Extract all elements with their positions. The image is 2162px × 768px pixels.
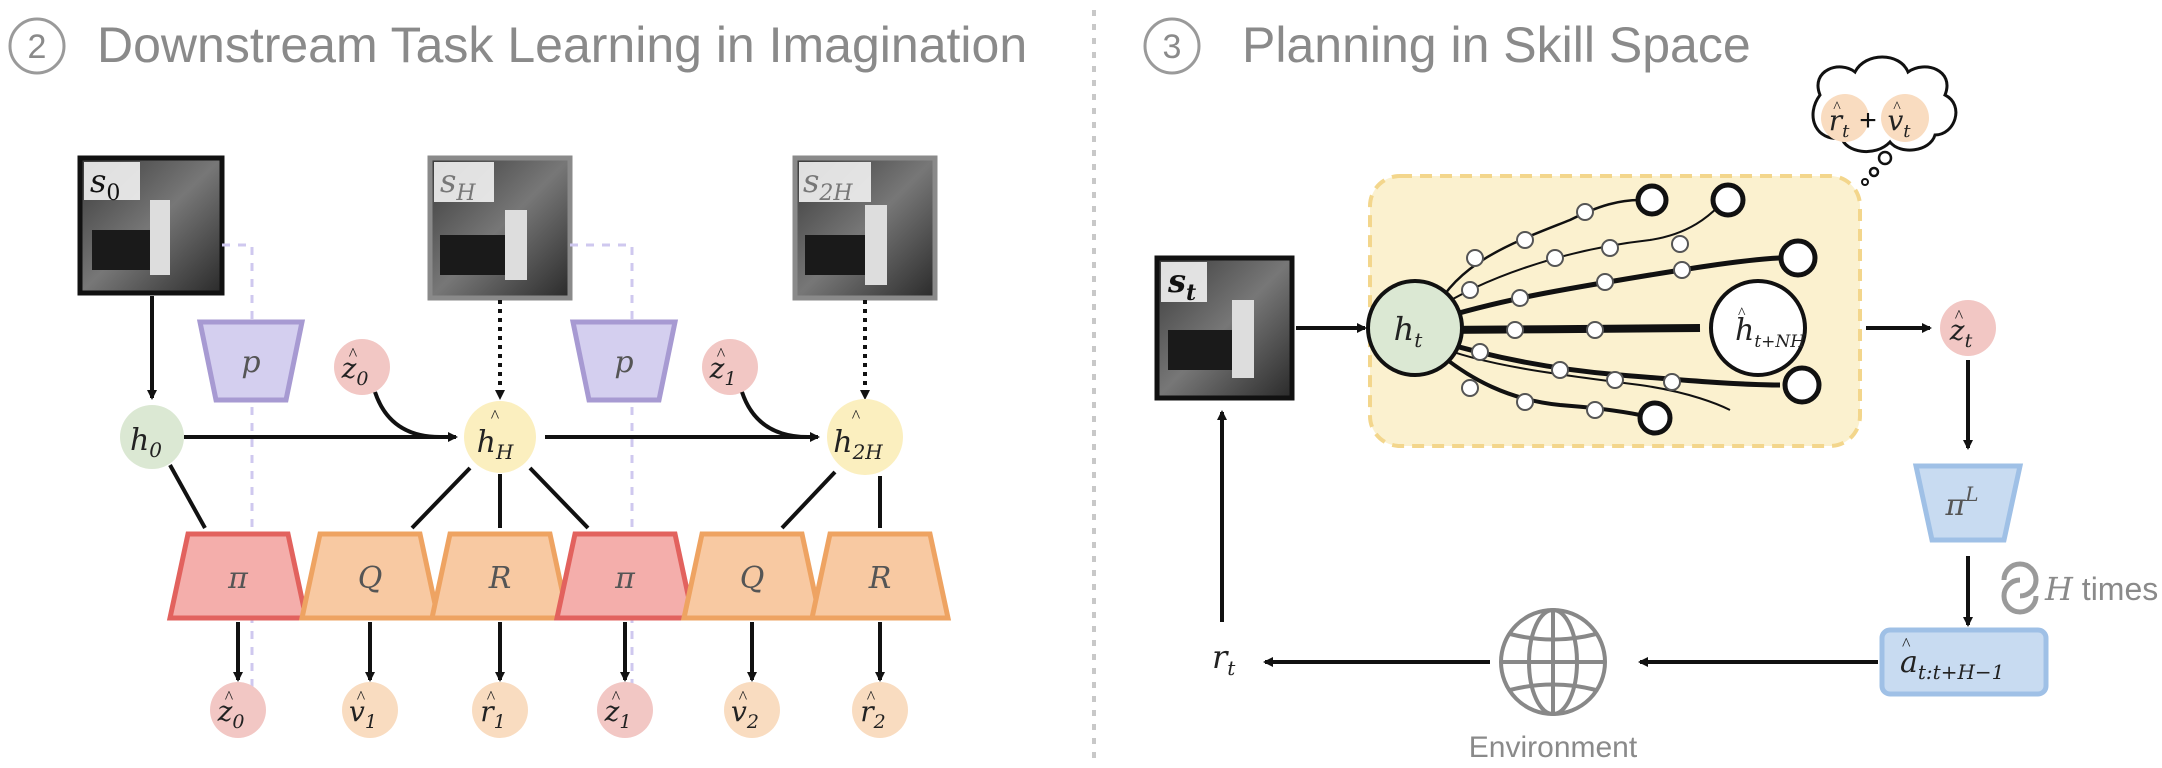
svg-text:^: ^: [225, 687, 234, 707]
svg-text:hH: hH: [477, 425, 514, 464]
prior-module-1: p: [196, 319, 306, 403]
svg-text:Q: Q: [358, 561, 383, 596]
step-number: 3: [1163, 28, 1182, 66]
svg-text:r1: r1: [480, 695, 505, 733]
svg-text:vt: vt: [1887, 104, 1911, 142]
low-level-policy: πL: [1912, 463, 2024, 543]
svg-text:R: R: [868, 561, 892, 596]
svg-text:st: st: [1167, 262, 1196, 306]
svg-text:p: p: [614, 345, 633, 380]
latent-h0: h0: [120, 405, 184, 469]
environment-label: Environment: [1469, 731, 1638, 764]
left-title: 2 Downstream Task Learning in Imaginatio…: [8, 17, 1027, 75]
svg-text:^: ^: [1902, 634, 1911, 654]
svg-text:Q: Q: [740, 561, 765, 596]
panel-title: Downstream Task Learning in Imagination: [97, 17, 1027, 73]
svg-text:v1: v1: [349, 695, 377, 733]
panel-title: Planning in Skill Space: [1242, 17, 1751, 73]
step-number-badge: [8, 17, 66, 75]
svg-text:^: ^: [1893, 99, 1901, 116]
svg-text:h2H: h2H: [833, 425, 883, 464]
svg-text:^: ^: [491, 406, 500, 426]
svg-text:R: R: [488, 561, 512, 596]
svg-text:h0: h0: [130, 423, 162, 462]
output-v2: v2 ^: [724, 682, 780, 738]
svg-text:^: ^: [612, 687, 621, 707]
globe-icon: [1499, 608, 1607, 716]
trajectory-dots: [1461, 203, 1691, 419]
svg-text:^: ^: [717, 344, 726, 364]
svg-text:zt: zt: [1949, 314, 1973, 352]
reward-label: rt: [1212, 638, 1236, 680]
state-image-sH: sH: [427, 155, 573, 301]
svg-text:v2: v2: [731, 695, 759, 733]
svg-text:^: ^: [1955, 306, 1964, 326]
svg-text:^: ^: [852, 406, 861, 426]
svg-text:z1: z1: [709, 352, 737, 390]
output-z0: z0 ^: [210, 682, 266, 738]
planning-box: [1368, 174, 1862, 448]
module-Q-2: Q: [680, 531, 824, 621]
svg-text:^: ^: [867, 687, 876, 707]
arrow-z0-merge: [373, 391, 441, 439]
svg-text:πL: πL: [1945, 482, 1979, 523]
latent-hH: hH ^: [464, 401, 536, 473]
svg-text:z0: z0: [217, 695, 245, 733]
svg-text:^: ^: [487, 687, 496, 707]
svg-text:π: π: [614, 561, 636, 596]
link-hH-pi: [528, 466, 590, 530]
skill-input-z1: z1 ^: [702, 339, 758, 395]
svg-text:at:t+H−1: at:t+H−1: [1900, 645, 2004, 684]
output-v1: v1 ^: [342, 682, 398, 738]
svg-text:z0: z0: [341, 352, 369, 390]
state-image-s2H: s2H: [792, 155, 938, 301]
step-number-badge: [1143, 17, 1201, 75]
module-pi-1: π: [166, 531, 310, 621]
module-R-1: R: [428, 531, 572, 621]
state-label: sH: [440, 162, 476, 206]
step-number: 2: [28, 28, 47, 66]
output-r1: r1 ^: [472, 682, 528, 738]
repeat-label: H times: [2044, 570, 2158, 608]
state-label: s0: [90, 162, 120, 206]
trajectory-endpoints: [1635, 182, 1822, 436]
action-box: at:t+H−1 ^: [1879, 627, 2049, 697]
svg-text:^: ^: [357, 687, 366, 707]
latent-ht: ht: [1366, 279, 1464, 377]
module-R-2: R: [808, 531, 952, 621]
module-pi-2: π: [553, 531, 697, 621]
thought-cloud: rt ^ + vt ^: [1811, 55, 1958, 186]
svg-text:ht+NH: ht+NH: [1735, 313, 1806, 352]
link-hH-Q: [410, 466, 472, 530]
state-image-s0: s0: [77, 155, 225, 296]
link-h0-pi: [168, 464, 207, 529]
state-label: s2H: [803, 162, 853, 206]
svg-text:^: ^: [1738, 305, 1746, 322]
repeat-icon: [2001, 561, 2039, 615]
module-Q-1: Q: [298, 531, 442, 621]
svg-text:rt: rt: [1829, 104, 1850, 142]
skill-input-z0: z0 ^: [334, 339, 390, 395]
svg-text:r2: r2: [860, 695, 885, 733]
svg-text:z1: z1: [604, 695, 632, 733]
prior-connector-2: [570, 243, 634, 690]
output-r2: r2 ^: [852, 682, 908, 738]
output-z1: z1 ^: [597, 682, 653, 738]
latent-ht-NH: ht+NH ^: [1709, 279, 1807, 377]
state-image-st: st: [1154, 255, 1295, 401]
svg-text:^: ^: [739, 687, 748, 707]
arrow-z1-merge: [740, 391, 809, 439]
svg-text:^: ^: [349, 344, 358, 364]
latent-h2H: h2H ^: [827, 399, 903, 475]
skill-output-zt: zt ^: [1940, 300, 1996, 356]
prior-module-2: p: [569, 319, 679, 403]
link-h2H-Q: [780, 470, 837, 530]
svg-text:ht: ht: [1394, 310, 1424, 352]
svg-text:+: +: [1859, 104, 1877, 137]
right-title: 3 Planning in Skill Space: [1143, 17, 1751, 75]
svg-text:p: p: [241, 345, 260, 380]
svg-text:^: ^: [1833, 99, 1841, 116]
svg-text:π: π: [227, 561, 249, 596]
